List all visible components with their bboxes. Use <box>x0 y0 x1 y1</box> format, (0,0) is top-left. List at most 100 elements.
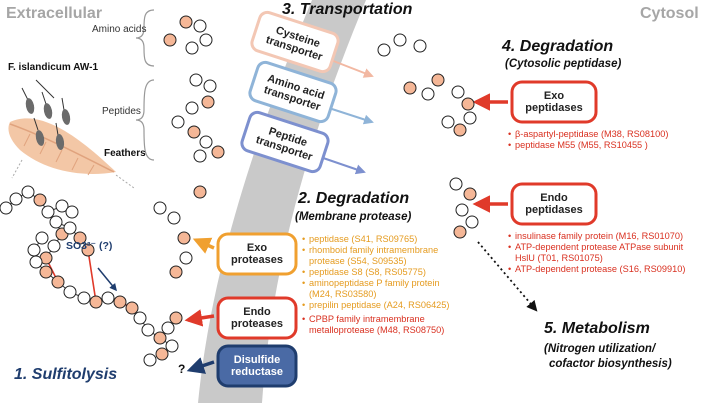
amino-acid-residue-icon <box>453 123 467 137</box>
amino-acid-residue-icon <box>113 295 127 309</box>
amino-acid-residue-icon <box>55 199 69 213</box>
amino-acid-residue-icon <box>73 231 87 245</box>
amino-acid-residue-icon <box>193 19 207 33</box>
amino-acid-residue-icon <box>155 347 169 361</box>
metabolism-subtitle-line2: cofactor biosynthesis) <box>549 358 672 370</box>
amino-acid-residue-icon <box>449 177 463 191</box>
amino-acid-residue-icon <box>153 331 167 345</box>
amino-acid-residue-icon <box>169 311 183 325</box>
exo-peptidases-line2: peptidases <box>525 102 583 114</box>
exo-peptidases-box <box>510 80 598 124</box>
amino-acid-residue-icon <box>65 205 79 219</box>
list-item: peptidase M55 (M55, RS10455 ) <box>508 140 704 151</box>
endo-proteases-line2: proteases <box>231 318 283 330</box>
list-item: aminopeptidase P family protein (M24, RS… <box>302 278 454 300</box>
peptides-label: Peptides <box>102 106 141 117</box>
amino-acid-residue-icon <box>403 81 417 95</box>
exo-proteases-line1: Exo <box>246 242 268 254</box>
peptide-transporter-box <box>240 110 330 174</box>
amino-acid-residue-icon <box>463 187 477 201</box>
amino-acid-residue-icon <box>193 185 207 199</box>
amino-acid-residue-icon <box>39 265 53 279</box>
amino-acid-residue-icon <box>421 87 435 101</box>
amino-acid-residue-icon <box>35 231 49 245</box>
list-item: CPBP family intramembrane metalloproteas… <box>302 314 452 336</box>
organism-pointer <box>35 79 55 99</box>
amino-acid-residue-icon <box>163 33 177 47</box>
cytosol-label: Cytosol <box>640 5 699 22</box>
list-item: peptidase (S41, RS09765) <box>302 234 454 245</box>
amino-acid-residue-icon <box>185 41 199 55</box>
membrane-degradation-subtitle: (Membrane protease) <box>295 211 412 223</box>
unknown-mark: ? <box>178 362 186 376</box>
metabolism-subtitle-line1: (Nitrogen utilization/ <box>544 343 656 355</box>
amino-acid-residue-icon <box>141 323 155 337</box>
endo-proteases-list: CPBP family intramembrane metalloproteas… <box>302 314 452 336</box>
amino-acid-residue-icon <box>193 149 207 163</box>
amino-acid-residue-icon <box>9 192 23 206</box>
amino-acid-residue-icon <box>153 201 167 215</box>
amino-acid-residue-icon <box>465 215 479 229</box>
amino-acid-residue-icon <box>77 291 91 305</box>
exo-proteases-line2: proteases <box>231 254 283 266</box>
endo-proteases-box <box>216 296 298 340</box>
amino-acid-residue-icon <box>41 205 55 219</box>
list-item: insulinase family protein (M16, RS01070) <box>508 231 704 242</box>
amino-acid-residue-icon <box>143 353 157 367</box>
extracellular-label: Extracellular <box>6 5 103 22</box>
amino-acid-residue-icon <box>377 43 391 57</box>
amino-acid-residue-icon <box>101 291 115 305</box>
membrane-degradation-title: 2. Degradation <box>298 190 410 207</box>
amino-acid-residue-icon <box>201 95 215 109</box>
amino-acid-residue-icon <box>189 73 203 87</box>
disulfide-reductase-line2: reductase <box>231 366 283 378</box>
peptides-brace <box>135 79 155 161</box>
list-item: ATP-dependent protease ATPase subunit Hs… <box>508 242 704 264</box>
amino-acid-residue-icon <box>167 211 181 225</box>
amino-acid-residue-icon <box>51 275 65 289</box>
list-item: rhomboid family intramembrane protease (… <box>302 245 454 267</box>
exo-proteases-list: peptidase (S41, RS09765) rhomboid family… <box>302 234 454 311</box>
endo-proteases-line1: Endo <box>243 306 271 318</box>
amino-acid-residue-icon <box>451 85 465 99</box>
amino-acid-residue-icon <box>49 215 63 229</box>
metabolism-title: 5. Metabolism <box>544 320 650 337</box>
cytosolic-degradation-subtitle: (Cytosolic peptidase) <box>505 58 622 70</box>
amino-acid-residue-icon <box>463 111 477 125</box>
exo-peptidases-line1: Exo <box>543 90 565 102</box>
endo-peptidases-line2: peptidases <box>525 204 583 216</box>
list-item: β-aspartyl-peptidase (M38, RS08100) <box>508 129 704 140</box>
feathers-label: Feathers <box>104 148 146 159</box>
amino-acid-residue-icon <box>125 301 139 315</box>
amino-acid-residue-icon <box>179 251 193 265</box>
amino-acid-residue-icon <box>441 115 455 129</box>
bacterium-icon <box>21 87 71 150</box>
amino-acid-residue-icon <box>169 265 183 279</box>
disulfide-reductase-line1: Disulfide <box>233 354 281 366</box>
amino-acid-residue-icon <box>177 231 191 245</box>
amino-acid-residue-icon <box>27 243 41 257</box>
exo-proteases-box <box>216 232 298 276</box>
amino-acid-residue-icon <box>133 311 147 325</box>
amino-acid-residue-icon <box>199 33 213 47</box>
list-item: peptidase S8 (S8, RS05775) <box>302 267 454 278</box>
disulfide-reductase-box <box>216 344 298 388</box>
zoom-guide <box>11 159 135 189</box>
amino-acid-transporter-box <box>248 60 338 124</box>
amino-acids-brace <box>135 9 155 67</box>
exo-proteases-arrow <box>192 237 215 254</box>
cysteine-transporter-box <box>250 10 340 74</box>
amino-acid-residue-icon <box>203 79 217 93</box>
amino-acid-residue-icon <box>413 39 427 53</box>
list-item: prepilin peptidase (A24, RS06425) <box>302 300 454 311</box>
amino-acid-residue-icon <box>165 339 179 353</box>
amino-acids-label: Amino acids <box>92 24 147 35</box>
amino-acid-residue-icon <box>393 33 407 47</box>
so3-arrow <box>97 267 117 292</box>
